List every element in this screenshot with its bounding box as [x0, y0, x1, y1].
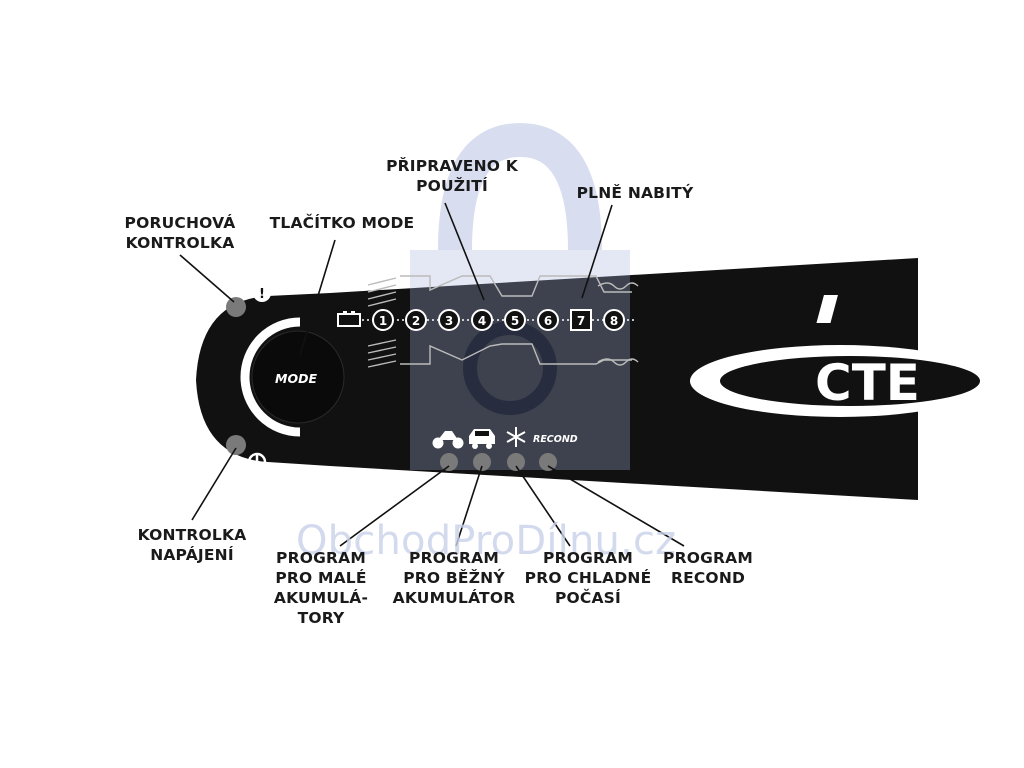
step-marker-3	[438, 309, 460, 331]
power-icon	[247, 452, 267, 472]
label-fully-charged: PLNĚ NABITÝ	[576, 184, 694, 202]
leader-mode	[299, 239, 336, 356]
step-label-5: 5	[511, 314, 519, 328]
power-led	[226, 435, 246, 455]
charging-curve	[367, 275, 639, 368]
step-label-2: 2	[412, 314, 420, 328]
leader-program-cold	[515, 465, 571, 547]
leader-program-recond	[547, 465, 685, 547]
step-marker-7	[570, 309, 592, 331]
step-label-8: 8	[610, 314, 618, 328]
program-led-small	[440, 453, 458, 471]
label-program-small: PROGRAM PRO MALÉ AKUMULÁ- TORY	[273, 549, 369, 627]
leader-fault	[179, 254, 235, 303]
motorcycle-icon	[432, 431, 464, 449]
ctek-logo: CTE	[690, 295, 990, 417]
label-fault-indicator: PORUCHOVÁ KONTROLKA	[124, 214, 236, 252]
leader-program-normal	[455, 465, 483, 547]
step-label-6: 6	[544, 314, 552, 328]
program-led-cold	[507, 453, 525, 471]
label-ready-to-use: PŘIPRAVENO K POUŽITÍ	[386, 157, 518, 195]
step-marker-4	[471, 309, 493, 331]
snowflake-icon	[506, 427, 526, 447]
program-led-normal	[473, 453, 491, 471]
label-program-recond: PROGRAM RECOND	[663, 549, 753, 587]
mode-button-label: MODE	[275, 371, 317, 386]
leader-ready	[444, 202, 485, 301]
leader-full	[581, 204, 613, 299]
leader-program-small	[339, 465, 450, 547]
watermark-text: ObchodProDílnu.cz	[296, 518, 677, 564]
charge-steps: 1 2 3 4 5 6 7 8	[362, 309, 636, 331]
label-power-indicator: KONTROLKA NAPÁJENÍ	[137, 526, 247, 564]
label-program-cold: PROGRAM PRO CHLADNÉ POČASÍ	[524, 549, 652, 607]
step-marker-6	[537, 309, 559, 331]
warning-icon: !	[253, 284, 271, 302]
recond-icon-label: RECOND	[533, 434, 578, 445]
label-program-normal: PROGRAM PRO BĚŽNÝ AKUMULÁTOR	[392, 549, 516, 607]
fault-led	[226, 297, 246, 317]
step-marker-1	[372, 309, 394, 331]
car-icon	[469, 429, 495, 449]
ctek-logo-text: CTE	[815, 354, 920, 412]
mode-button[interactable]	[251, 330, 345, 424]
step-label-4: 4	[478, 314, 486, 328]
step-label-7: 7	[577, 314, 585, 328]
step-marker-5	[504, 309, 526, 331]
leader-lines	[179, 202, 685, 547]
step-label-3: 3	[445, 314, 453, 328]
mode-ring	[240, 317, 301, 437]
step-marker-2	[405, 309, 427, 331]
program-led-recond	[539, 453, 557, 471]
battery-icon	[337, 311, 361, 327]
label-mode-button: TLAČÍTKO MODE	[269, 214, 415, 232]
step-label-1: 1	[379, 314, 387, 328]
leader-power	[191, 447, 237, 521]
step-marker-8	[603, 309, 625, 331]
svg-text:!: !	[259, 287, 265, 302]
